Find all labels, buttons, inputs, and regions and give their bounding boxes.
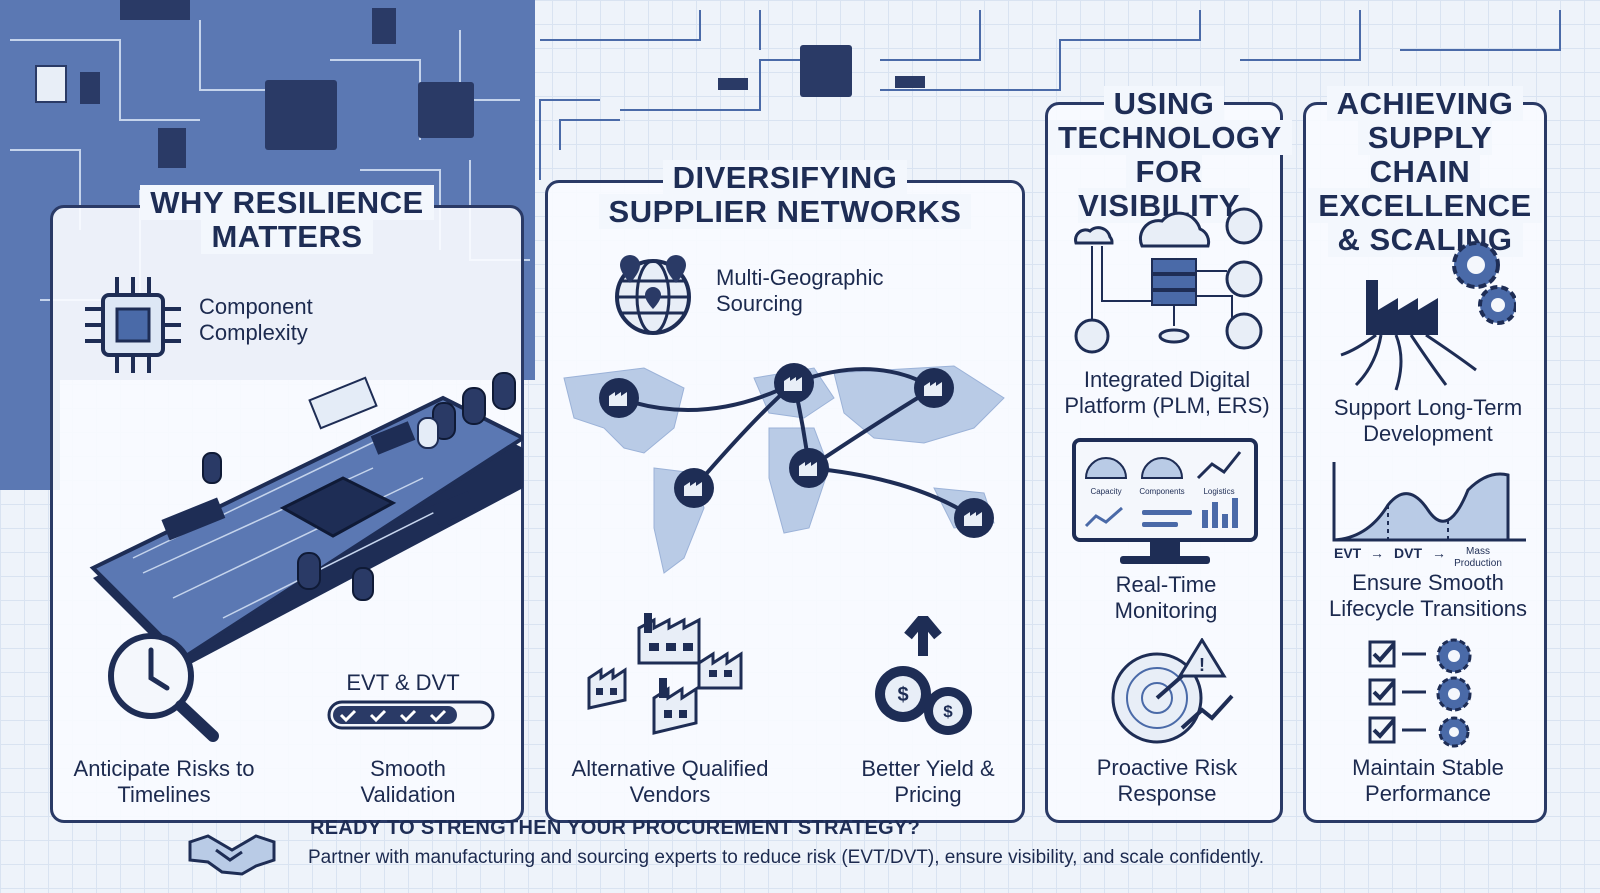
axis-evt: EVT [1334, 545, 1362, 561]
dashboard-capacity: Capacity [1090, 487, 1121, 496]
multi-geo-label: Multi-Geographic Sourcing [716, 265, 884, 316]
factory-icon [587, 613, 743, 735]
diversify-panel: DIVERSIFYING SUPPLIER NETWORKS Multi-Geo… [545, 160, 1025, 823]
excellence-title: ACHIEVING SUPPLY CHAIN EXCELLENCE & SCAL… [1306, 86, 1544, 257]
long-term-label: Support Long-Term Development [1333, 395, 1523, 446]
resilience-panel: WHY RESILIENCE MATTERS Component Complex… [50, 185, 524, 823]
footer-subtitle: Partner with manufacturing and sourcing … [308, 847, 1265, 868]
footer-title: READY TO STRENGTHEN YOUR PROCUREMENT STR… [310, 817, 921, 839]
svg-text:→: → [1370, 545, 1384, 561]
yield-pricing-label: Better Yield & Pricing [861, 756, 995, 807]
excellence-panel: ACHIEVING SUPPLY CHAIN EXCELLENCE & SCAL… [1303, 86, 1547, 823]
dollar-gear-icon: $ $ [875, 616, 972, 735]
svg-text:$: $ [897, 684, 908, 706]
technology-panel: USING TECHNOLOGY FOR VISIBILITY Integrat… [1045, 86, 1292, 823]
handshake-icon [188, 834, 276, 876]
risk-response-label: Proactive Risk Response [1096, 755, 1238, 806]
progress-check-icon [327, 700, 495, 730]
dashboard-logistics: Logistics [1203, 487, 1234, 496]
radar-icon: ! [1111, 638, 1234, 744]
axis-production: Production [1454, 558, 1502, 569]
monitoring-label: Real-Time Monitoring [1114, 572, 1218, 623]
stable-performance-label: Maintain Stable Performance [1352, 755, 1504, 806]
platform-label: Integrated Digital Platform (PLM, ERS) [1064, 367, 1270, 418]
alt-vendors-label: Alternative Qualified Vendors [571, 756, 769, 807]
svg-text:$: $ [943, 702, 953, 721]
technology-title: USING TECHNOLOGY FOR VISIBILITY [1048, 86, 1292, 223]
axis-mass: Mass [1466, 546, 1490, 557]
world-map-icon [563, 363, 1005, 574]
smooth-validation-label: Smooth Validation [360, 756, 456, 807]
checklist-gears-icon [1368, 638, 1472, 748]
axis-dvt: DVT [1394, 545, 1422, 561]
globe-pin-icon [615, 255, 691, 335]
cloud-server-icon [1074, 207, 1263, 354]
diversify-title: DIVERSIFYING SUPPLIER NETWORKS [548, 160, 1022, 229]
dashboard-components: Components [1139, 487, 1184, 496]
component-complexity-label: Component Complexity [199, 294, 313, 345]
pcb-board-illustration [89, 372, 523, 668]
resilience-title: WHY RESILIENCE MATTERS [53, 185, 521, 254]
clock-magnifier-icon [108, 633, 219, 742]
factory-gears-icon [1340, 241, 1516, 391]
dashboard-icon: Capacity Components Logistics [1072, 438, 1258, 564]
anticipate-risks-label: Anticipate Risks to Timelines [73, 756, 255, 807]
growth-curve-icon: EVT → DVT → Mass Production [1332, 462, 1526, 569]
svg-text:!: ! [1199, 655, 1205, 675]
evt-dvt-label: EVT & DVT [346, 670, 460, 695]
svg-text:→: → [1432, 545, 1446, 561]
lifecycle-label: Ensure Smooth Lifecycle Transitions [1328, 570, 1528, 621]
chip-icon [85, 277, 181, 373]
